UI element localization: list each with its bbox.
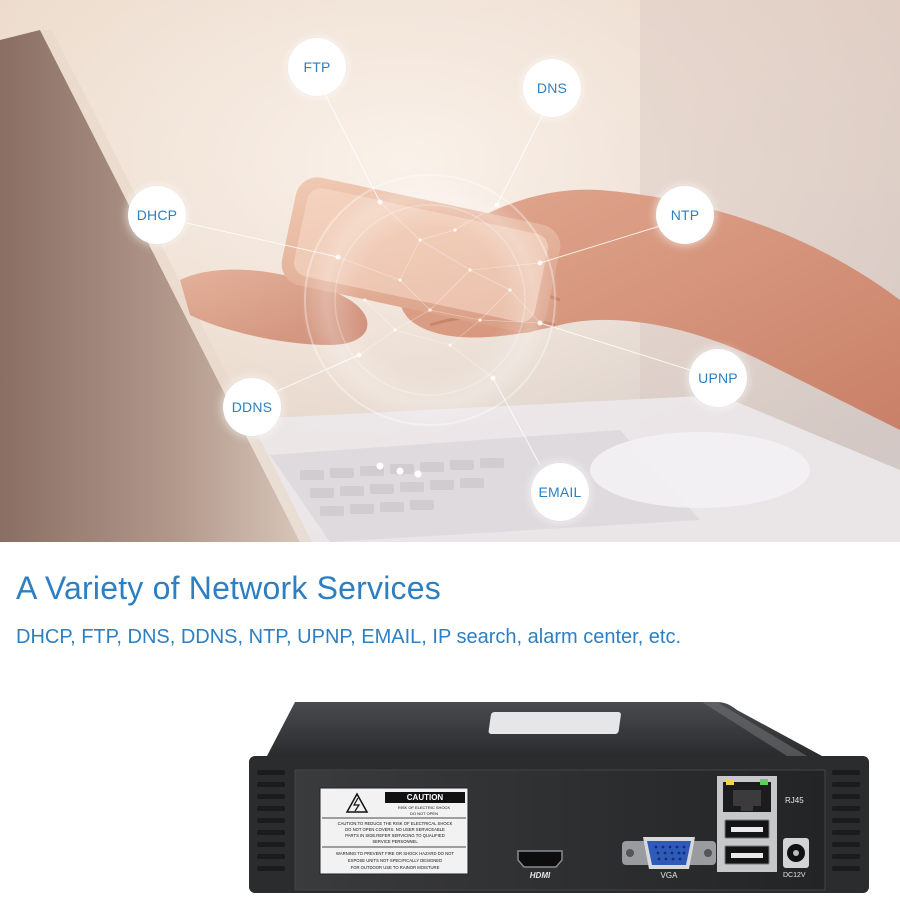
ddns-bubble: DDNS	[223, 378, 281, 436]
feature-list: DHCP, FTP, DNS, DDNS, NTP, UPNP, EMAIL, …	[16, 626, 682, 648]
upnp-bubble: UPNP	[689, 349, 747, 407]
caution-body1: CAUTION:TO REDUCE THE RISK OF ELECTRICAL…	[337, 821, 453, 826]
caution-body3: PARTS IN SIDE.REFER SERVICING TO QUALIFI…	[345, 833, 445, 838]
rj45-label: RJ45	[785, 796, 804, 805]
dns-bubble: DNS	[523, 59, 581, 117]
email-bubble: EMAIL	[531, 463, 589, 521]
page-title: A Variety of Network Services	[16, 570, 441, 606]
warning-line3: FOR OUTDOOR USE TO RAINOR MOISTURE	[350, 865, 440, 870]
caution-sub1: RISK OF ELECTRIC SHOCK	[397, 805, 451, 810]
ntp-label: NTP	[670, 207, 700, 223]
warning-line1: WARNING:TO PREVENT FIRE OR SHOCK HAZARD …	[336, 851, 454, 856]
hdmi-label: HDMI	[529, 871, 551, 880]
caution-body2: DO NOT OPEN COVERS. NO USER SERVICEABLE	[345, 827, 445, 832]
upnp-label: UPNP	[698, 370, 738, 386]
ddns-label: DDNS	[231, 399, 273, 415]
ntp-bubble: NTP	[656, 186, 714, 244]
ftp-bubble: FTP	[288, 38, 346, 96]
dc-power-port	[783, 838, 809, 868]
rj45-usb-block	[717, 776, 777, 872]
vga-label: VGA	[660, 871, 678, 880]
hdmi-port	[517, 850, 563, 868]
hero-illustration	[0, 0, 900, 542]
nvr-device: CAUTION RISK OF ELECTRIC SHOCK DO NOT OP…	[247, 700, 872, 895]
dhcp-label: DHCP	[136, 207, 178, 223]
ftp-label: FTP	[303, 59, 331, 75]
caution-body4: SERVICE PERSONNEL	[372, 839, 418, 844]
vga-port	[622, 837, 716, 869]
dns-label: DNS	[536, 80, 568, 96]
dc-label: DC12V	[783, 872, 806, 879]
caution-sub2: DO NOT OPEN	[410, 811, 438, 816]
email-label: EMAIL	[538, 484, 582, 500]
dhcp-bubble: DHCP	[128, 186, 186, 244]
warning-line2: EXPOSE UNITS NOT SPECIFICALLY DESIGNED	[347, 858, 443, 863]
hero-photo: FTP DNS DHCP NTP UPNP DDNS EMAIL	[0, 0, 900, 542]
caution-title: CAUTION	[406, 793, 444, 802]
